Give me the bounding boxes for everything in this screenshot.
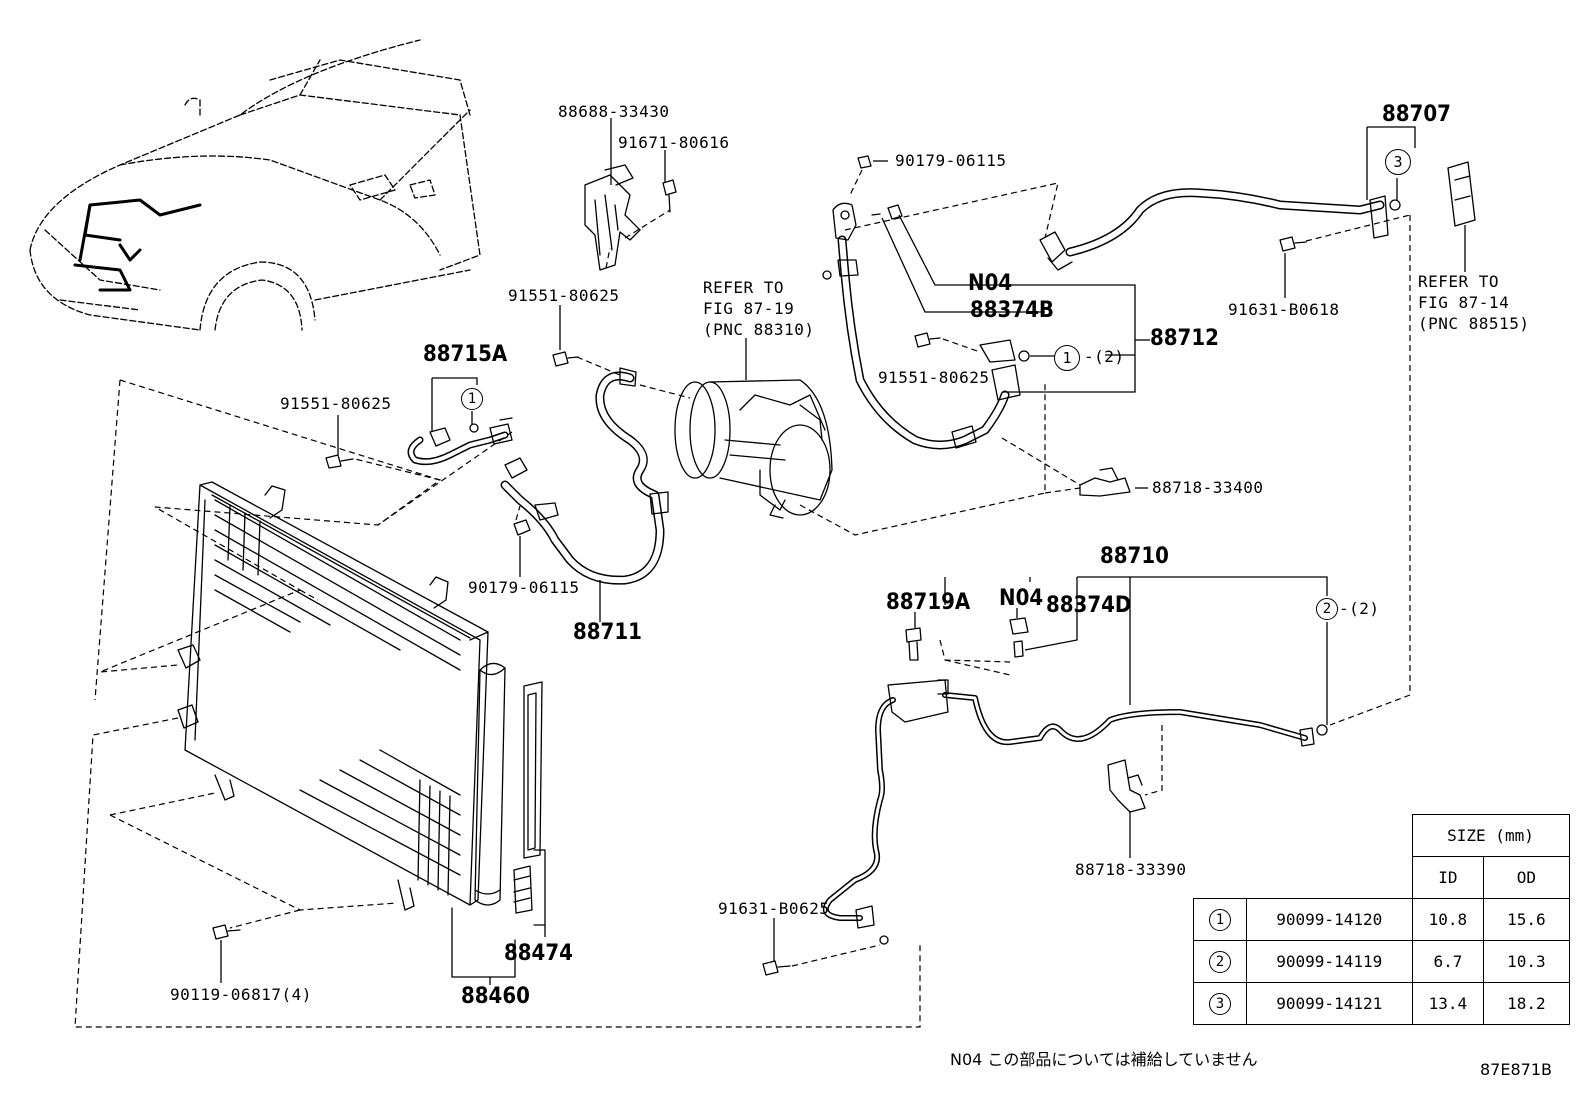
- size-table-row: 3 90099-14121 13.4 18.2: [1193, 982, 1570, 1025]
- refer-fig-87-14-line2: FIG 87-14: [1418, 293, 1510, 312]
- label-88710: 88710: [1100, 544, 1169, 569]
- circled-2: 2: [1316, 598, 1338, 620]
- label-88719a: 88719A: [886, 590, 971, 615]
- hose-88712-drawing: [832, 202, 1021, 450]
- label-88718-33390: 88718-33390: [1075, 860, 1187, 879]
- size-row-2-number: 2: [1209, 950, 1231, 973]
- size-table-row: 1 90099-14120 10.8 15.6: [1193, 898, 1570, 941]
- vehicle-harness: [73, 198, 202, 292]
- qty-2-pipe: -(2): [1339, 599, 1380, 618]
- label-n04-top: N04: [968, 271, 1013, 296]
- label-88711: 88711: [573, 620, 642, 645]
- receiver-drier-drawing: [474, 662, 506, 906]
- size-row-1-id: 10.8: [1411, 898, 1485, 941]
- qty-2-hose: -(2): [1084, 347, 1125, 366]
- label-91551-80625-right: 91551-80625: [878, 368, 990, 387]
- pipe-88715a-drawing: [407, 417, 513, 466]
- pipe-88710-drawing: [822, 679, 1315, 929]
- size-row-3-od: 18.2: [1483, 982, 1570, 1025]
- circled-1-hose: 1: [1054, 345, 1080, 371]
- label-91631-b0618: 91631-B0618: [1228, 300, 1340, 319]
- label-91551-80625-top: 91551-80625: [508, 286, 620, 305]
- label-88688-33430: 88688-33430: [558, 102, 670, 121]
- size-row-2-part: 90099-14119: [1246, 940, 1413, 983]
- label-91671-80616: 91671-80616: [618, 133, 730, 152]
- size-table-row: 2 90099-14119 6.7 10.3: [1193, 940, 1570, 983]
- size-row-1-part: 90099-14120: [1246, 898, 1413, 941]
- bracket-88688-drawing: [584, 164, 641, 271]
- refer-fig-87-19-line2: FIG 87-19: [703, 299, 795, 318]
- label-88374b: 88374B: [970, 298, 1054, 323]
- footer-note-n04: N04 この部品については補給していません: [950, 1050, 1258, 1069]
- size-table-col-od: OD: [1483, 856, 1570, 899]
- refer-fig-87-19-line3: (PNC 88310): [703, 320, 815, 339]
- condenser-drawing: [177, 481, 489, 911]
- refer-fig-87-19-line1: REFER TO: [703, 278, 785, 297]
- hose-88711-drawing: [500, 367, 669, 585]
- size-row-2-id: 6.7: [1411, 940, 1485, 983]
- size-row-1-number: 1: [1209, 908, 1231, 931]
- circled-3: 3: [1385, 149, 1411, 175]
- refer-fig-87-14-line1: REFER TO: [1418, 272, 1500, 291]
- label-88715a: 88715A: [423, 342, 508, 367]
- label-88474: 88474: [504, 941, 573, 966]
- circled-1-pipe: 1: [461, 388, 483, 410]
- pipe-88707-drawing: [1039, 188, 1389, 271]
- label-88374d: 88374D: [1046, 593, 1132, 618]
- refer-fig-87-14-line3: (PNC 88515): [1418, 314, 1530, 333]
- filter-element-drawing: [513, 681, 543, 914]
- size-row-2-od: 10.3: [1483, 940, 1570, 983]
- size-table-header: SIZE (mm): [1411, 814, 1570, 857]
- size-table-col-id: ID: [1411, 856, 1485, 899]
- label-90179-06115-top: 90179-06115: [895, 151, 1007, 170]
- size-row-3-number: 3: [1209, 992, 1231, 1015]
- size-row-3-part: 90099-14121: [1246, 982, 1413, 1025]
- label-90179-06115-mid: 90179-06115: [468, 578, 580, 597]
- label-88712: 88712: [1150, 326, 1219, 351]
- size-row-1-od: 15.6: [1483, 898, 1570, 941]
- label-88707: 88707: [1382, 102, 1451, 127]
- compressor-drawing: [674, 379, 833, 519]
- label-n04-lower: N04: [999, 586, 1044, 611]
- label-88460: 88460: [461, 984, 530, 1009]
- label-90119-06817: 90119-06817(4): [170, 985, 312, 1004]
- label-91631-b0625: 91631-B0625: [718, 899, 830, 918]
- figure-code: 87E871B: [1480, 1060, 1552, 1079]
- size-row-3-id: 13.4: [1411, 982, 1485, 1025]
- label-88718-33400: 88718-33400: [1152, 478, 1264, 497]
- vehicle-outline: [29, 39, 481, 331]
- o-ring-size-table: SIZE (mm) ID OD 1 90099-14120 10.8 15.6 …: [1193, 814, 1570, 1025]
- label-91551-80625-left: 91551-80625: [280, 394, 392, 413]
